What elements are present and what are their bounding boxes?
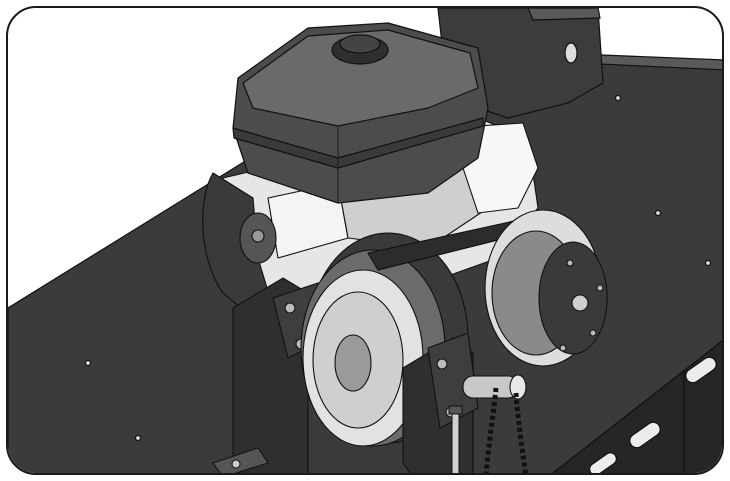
foot-bracket [212, 447, 269, 473]
drive-chain [483, 387, 529, 473]
rear-housing-hole [564, 42, 578, 64]
bolt-hole [614, 94, 622, 102]
clutch-bolt [589, 329, 597, 337]
bolt-hole [654, 209, 662, 217]
bolt-hole [704, 259, 712, 267]
bolt-hole [134, 434, 142, 442]
fuel-tank-top [242, 29, 479, 127]
frame-slot [629, 421, 661, 449]
clutch-bolt [559, 344, 567, 352]
foot-bolt [231, 459, 241, 469]
clutch-cover [538, 241, 608, 355]
chain-run-left [483, 387, 499, 473]
linkage-rod [448, 405, 463, 473]
bolt-hole [84, 359, 92, 367]
rear-housing-top [527, 8, 601, 21]
recoil-starter-bolt [251, 229, 265, 243]
right-bearing-support [402, 332, 527, 473]
bearing-bolt [284, 302, 296, 314]
fuel-cap-top [339, 34, 381, 54]
linkage-rod-body [451, 407, 460, 473]
right-bearing-block [427, 332, 479, 429]
pulley-hub [334, 334, 372, 392]
clutch-bolt [566, 259, 574, 267]
render-frame [6, 6, 724, 475]
chain-run-right [513, 392, 529, 473]
frame-slot [589, 452, 617, 473]
clutch-center-bolt [571, 294, 589, 312]
fuel-tank [232, 22, 489, 204]
base-plate-side [552, 340, 722, 473]
linkage-rod-nut [448, 405, 463, 415]
engine-assembly-render [8, 8, 722, 473]
output-shaft-end [509, 374, 527, 400]
frame-slot [685, 356, 717, 384]
clutch-assembly [484, 209, 608, 367]
bearing-bolt [436, 358, 448, 370]
left-foot-bracket [212, 447, 269, 473]
clutch-bolt [596, 284, 604, 292]
